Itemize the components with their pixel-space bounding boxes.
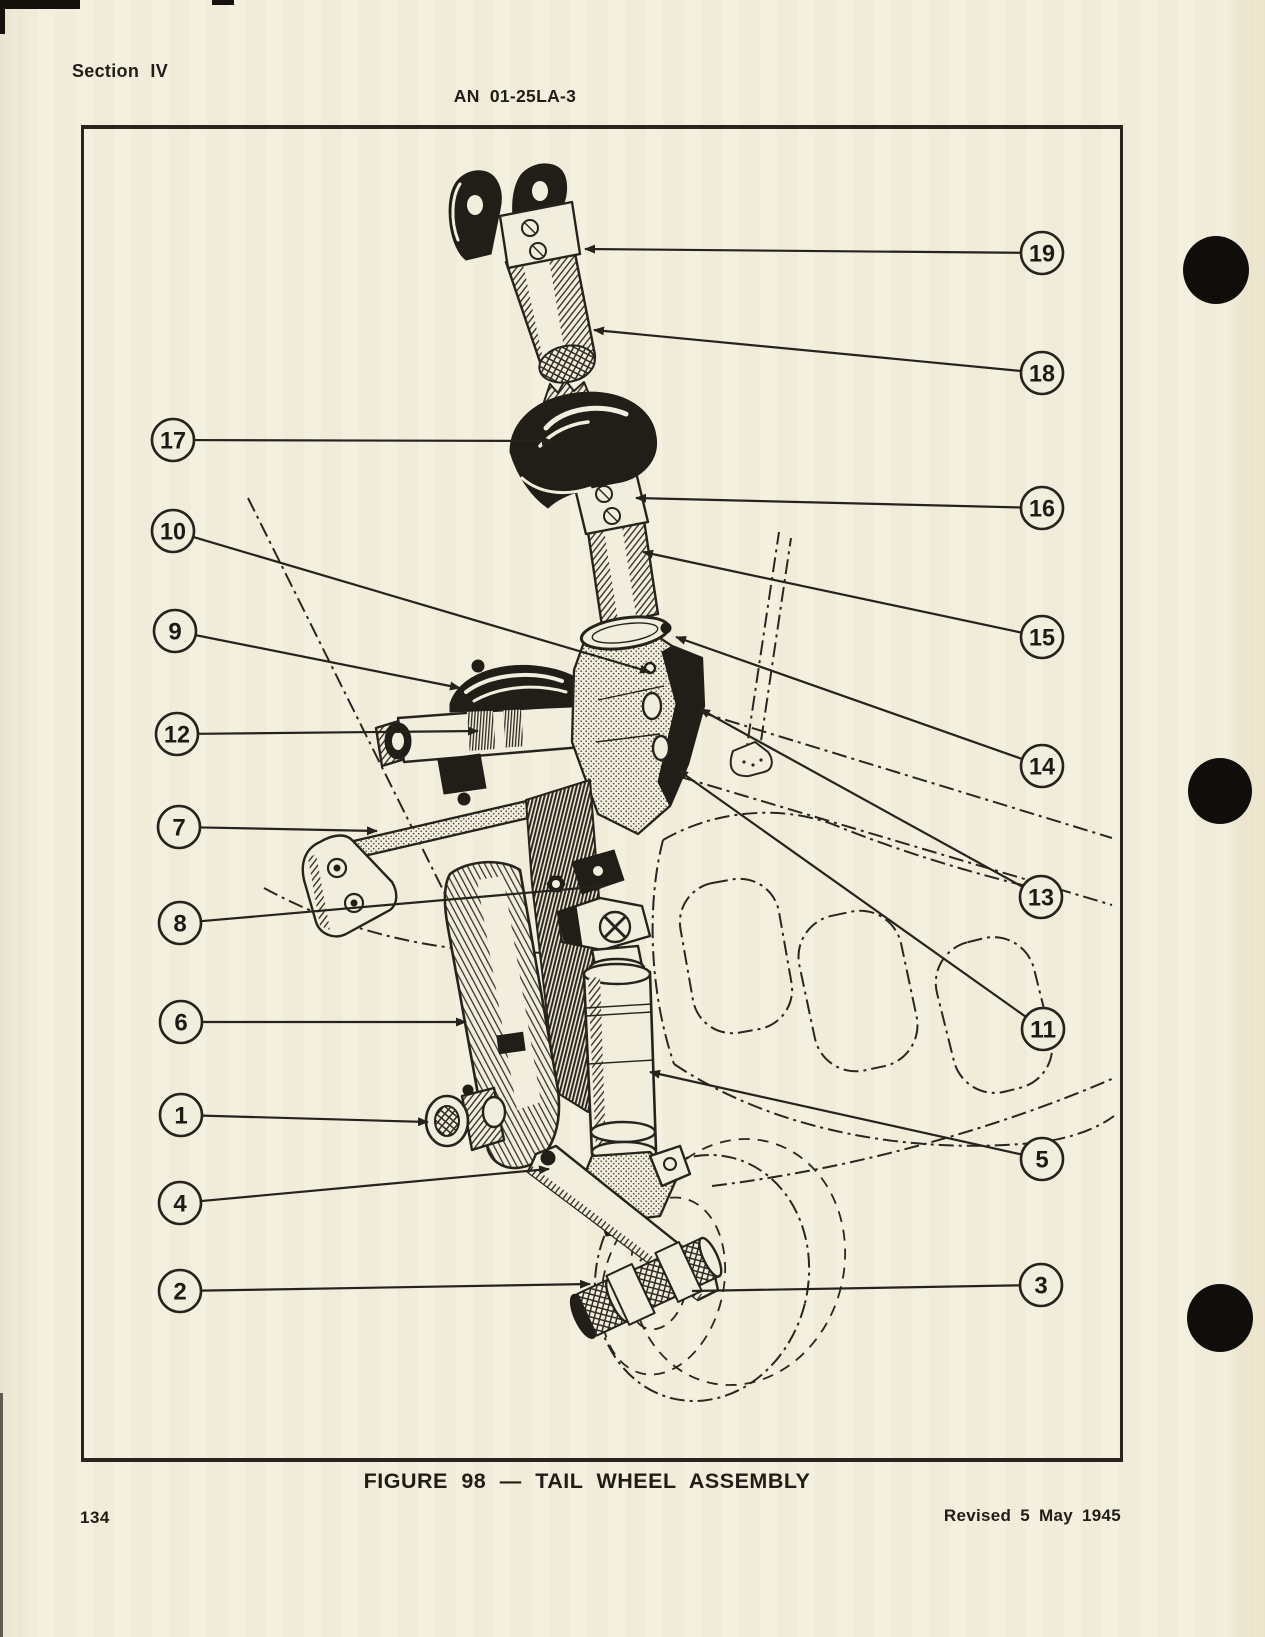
svg-text:12: 12 [164, 722, 190, 749]
leader-line-16 [635, 493, 1022, 509]
svg-text:5: 5 [1035, 1147, 1048, 1174]
callout-13: 13 [1018, 874, 1064, 920]
strut-tube-highlight [604, 526, 636, 620]
svg-text:8: 8 [173, 911, 186, 938]
svg-text:17: 17 [160, 428, 186, 455]
leader-line-18 [593, 326, 1022, 373]
svg-text:6: 6 [174, 1010, 187, 1037]
callout-6: 6 [158, 999, 204, 1045]
leader-line-13 [699, 708, 1024, 888]
callout-12: 12 [154, 711, 200, 757]
svg-text:15: 15 [1029, 625, 1055, 652]
binder-hole-1 [1183, 236, 1249, 304]
shock-strut-cylinder [582, 962, 658, 1164]
leader-line-4 [200, 1165, 550, 1203]
svg-text:19: 19 [1029, 241, 1055, 268]
oleo-strut-tube [504, 246, 597, 384]
leader-line-12 [197, 726, 479, 736]
strut-fork-leg [443, 860, 561, 1170]
leader-line-3 [691, 1284, 1021, 1293]
leader-line-19 [584, 244, 1022, 254]
clamp-hardware [546, 849, 625, 895]
scan-edge-mark [0, 1393, 3, 1637]
svg-text:2: 2 [173, 1279, 186, 1306]
figure-caption: FIGURE 98 — TAIL WHEEL ASSEMBLY [363, 1469, 811, 1493]
binder-hole-2 [1188, 758, 1252, 824]
svg-text:11: 11 [1030, 1017, 1056, 1044]
phantom-fuselage-outline [247, 497, 1115, 1187]
revision-note: Revised 5 May 1945 [943, 1506, 1121, 1525]
knuckle-boot [509, 379, 658, 509]
document-number: AN 01-25LA-3 [453, 86, 577, 106]
section-heading: Section IV [72, 61, 169, 81]
callout-7: 7 [156, 804, 202, 850]
steering-knuckle-casting [570, 624, 706, 836]
leader-line-14 [675, 635, 1023, 761]
leader-line-5 [649, 1069, 1022, 1156]
callout-1: 1 [158, 1092, 204, 1138]
callout-14: 14 [1019, 743, 1065, 789]
leader-line-11 [677, 769, 1027, 1018]
callout-18: 18 [1019, 350, 1065, 396]
svg-text:1: 1 [174, 1103, 187, 1130]
callout-16: 16 [1019, 485, 1065, 531]
leader-line-10 [192, 535, 651, 674]
fork-clevis [448, 163, 582, 270]
binder-hole-3 [1187, 1284, 1253, 1352]
svg-text:13: 13 [1028, 885, 1054, 912]
svg-text:18: 18 [1029, 361, 1055, 388]
leader-line-9 [195, 634, 461, 691]
leader-line-17 [193, 436, 553, 446]
callout-3: 3 [1018, 1262, 1064, 1308]
svg-text:7: 7 [172, 815, 185, 842]
axle-assembly [569, 1236, 723, 1339]
svg-text:4: 4 [173, 1191, 187, 1218]
svg-text:10: 10 [160, 519, 186, 546]
page-number: 134 [80, 1508, 110, 1527]
leader-line-15 [642, 549, 1022, 634]
binder-holes [1183, 236, 1253, 1352]
callout-19: 19 [1019, 230, 1065, 276]
leader-line-7 [199, 826, 378, 836]
svg-text:16: 16 [1029, 496, 1055, 523]
callout-15: 15 [1019, 614, 1065, 660]
callout-4: 4 [157, 1180, 203, 1226]
callout-17: 17 [150, 417, 196, 463]
leader-line-1 [201, 1114, 429, 1127]
callout-8: 8 [157, 900, 203, 946]
axle-stub [424, 1084, 507, 1152]
svg-text:14: 14 [1029, 754, 1056, 781]
leader-line-8 [200, 882, 606, 923]
callout-2: 2 [157, 1268, 203, 1314]
scan-edge-mark [0, 0, 5, 34]
clamp-ring [579, 615, 672, 651]
figure-border-box [81, 125, 1123, 1462]
illustration-artwork [247, 163, 1115, 1403]
callout-10: 10 [150, 508, 196, 554]
leader-line-2 [200, 1279, 591, 1292]
callout-5: 5 [1019, 1136, 1065, 1182]
svg-text:3: 3 [1034, 1273, 1047, 1300]
callout-9: 9 [152, 608, 198, 654]
leader-lines [192, 244, 1027, 1293]
scan-edge-mark [0, 0, 80, 9]
callout-11: 11 [1020, 1006, 1066, 1052]
scan-edge-mark [212, 0, 234, 5]
svg-text:9: 9 [168, 619, 181, 646]
